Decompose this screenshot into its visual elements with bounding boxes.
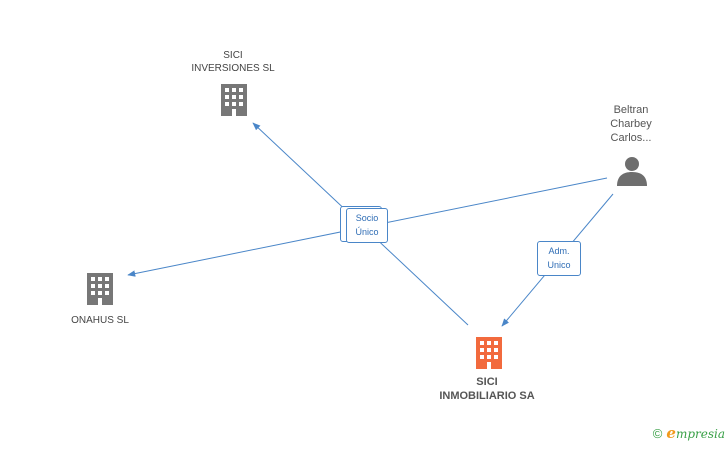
brand-logo[interactable]: empresia (666, 424, 725, 442)
node-label-sici-inmobiliario[interactable]: SICI INMOBILIARIO SA (439, 376, 535, 402)
building-icon[interactable] (221, 84, 247, 116)
node-label-onahus[interactable]: ONAHUS SL (71, 315, 129, 326)
node-label-sici-inversiones[interactable]: SICI INVERSIONES SL (191, 50, 275, 74)
node-label-beltran[interactable]: Beltran Charbey Carlos... (610, 104, 652, 144)
person-icon[interactable] (617, 157, 647, 186)
edge-label-socio-unico[interactable]: Socio Único (346, 208, 388, 243)
edge-label-adm-unico[interactable]: Adm. Unico (537, 241, 581, 276)
copyright-icon: © (652, 425, 663, 441)
brand-footer: © empresia (653, 424, 725, 442)
building-icon[interactable] (87, 273, 113, 305)
building-icon[interactable] (476, 337, 502, 369)
